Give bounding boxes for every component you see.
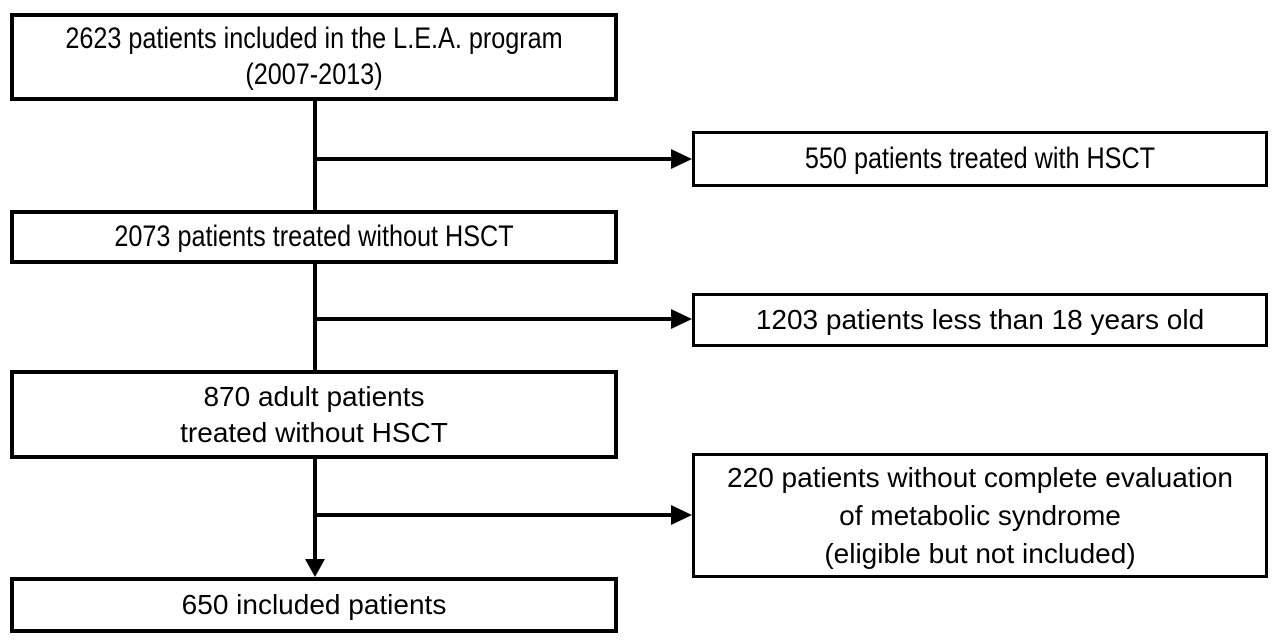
box-2623-lea-program: 2623 patients included in the L.E.A. pro… bbox=[10, 13, 618, 101]
box-text-line: 550 patients treated with HSCT bbox=[804, 142, 1156, 175]
arrow-right-icon bbox=[671, 149, 692, 169]
box-650-included: 650 included patients bbox=[10, 577, 618, 633]
arrow-right-icon bbox=[671, 309, 692, 329]
connector-line-branch-3 bbox=[315, 513, 672, 517]
box-text-line: 2623 patients included in the L.E.A. pro… bbox=[65, 22, 563, 55]
connector-line-branch-2 bbox=[315, 317, 672, 321]
box-text-line: 1203 patients less than 18 years old bbox=[755, 304, 1205, 335]
box-text-line: (eligible but not included) bbox=[824, 537, 1136, 569]
box-550-treated-with-hsct: 550 patients treated with HSCT bbox=[692, 131, 1268, 187]
box-text-line: 2073 patients treated without HSCT bbox=[114, 220, 514, 253]
box-870-adult-without-hsct: 870 adult patients treated without HSCT bbox=[10, 370, 618, 459]
connector-line-branch-1 bbox=[315, 157, 672, 161]
box-220-no-metabolic-evaluation: 220 patients without complete evaluation… bbox=[692, 453, 1268, 578]
box-2073-without-hsct: 2073 patients treated without HSCT bbox=[10, 210, 618, 264]
connector-line-vertical-1 bbox=[313, 101, 317, 210]
box-text-line: 650 included patients bbox=[181, 589, 447, 620]
connector-line-vertical-3 bbox=[313, 459, 317, 562]
arrow-down-icon bbox=[305, 559, 325, 577]
arrow-right-icon bbox=[671, 505, 692, 525]
box-text-line: (2007-2013) bbox=[245, 58, 383, 91]
box-text-line: treated without HSCT bbox=[180, 416, 448, 448]
box-1203-under-18: 1203 patients less than 18 years old bbox=[692, 293, 1268, 347]
box-text-line: 220 patients without complete evaluation bbox=[727, 461, 1233, 493]
box-text-line: of metabolic syndrome bbox=[839, 499, 1121, 531]
box-text-line: 870 adult patients bbox=[203, 380, 425, 412]
